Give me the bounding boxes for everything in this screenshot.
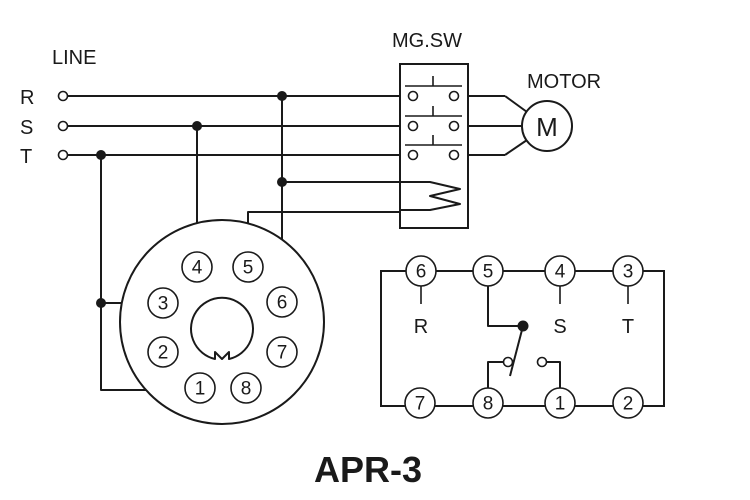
internal-contact-nc [502,356,514,368]
junction-coil [277,177,287,187]
mgsw-contact-t [405,135,462,161]
svg-text:3: 3 [158,294,169,315]
svg-text:2: 2 [623,394,634,415]
svg-text:4: 4 [555,262,566,283]
mgsw-contact-s [405,106,462,132]
internal-contact-common [487,286,523,327]
socket-pin-3: 3 [147,287,179,319]
terminal-t [57,149,69,161]
internal-terminal-2: 2 [612,387,644,419]
internal-label-t: T [622,316,634,338]
mgsw-box [399,63,469,229]
internal-terminal-3: 3 [612,255,644,287]
socket-pin-2: 2 [147,336,179,368]
mgsw-contact-r [405,76,462,102]
socket-pin-5: 5 [232,251,264,283]
socket-key [190,296,254,360]
internal-label-s: S [553,316,566,338]
svg-text:5: 5 [243,258,254,279]
internal-terminal-6: 6 [405,255,437,287]
internal-contact-nc-lead [487,361,503,388]
svg-text:4: 4 [192,258,203,279]
socket-pin-1: 1 [184,372,216,404]
svg-text:5: 5 [483,262,494,283]
motor: MOTOR M [468,71,601,156]
socket-outline [119,219,325,425]
socket-pin-8: 8 [230,372,262,404]
internal-contact-blade [509,325,524,377]
magnetic-switch: MG.SW [392,30,469,229]
internal-terminal-4: 4 [544,255,576,287]
phase-r-label: R [20,87,34,109]
socket-pin-7: 7 [266,336,298,368]
diagram-title: APR-3 [314,449,422,490]
svg-text:3: 3 [623,262,634,283]
svg-text:7: 7 [415,394,426,415]
svg-text:8: 8 [483,394,494,415]
motor-circle [521,100,573,152]
terminal-r [57,90,69,102]
junction-pin3 [96,298,106,308]
svg-text:6: 6 [416,262,427,283]
svg-text:8: 8 [241,379,252,400]
line-input: LINE R S T [20,47,96,168]
internal-contact-no-lead [547,361,561,388]
internal-terminal-8: 8 [472,387,504,419]
svg-text:1: 1 [195,379,206,400]
motor-label: MOTOR [527,71,601,93]
relay-socket: 4 5 3 6 2 7 1 8 [119,219,325,425]
internal-diagram: 6 5 4 3 R S T 7 [380,255,665,419]
socket-pin-4: 4 [181,251,213,283]
internal-frame [380,270,665,407]
phase-s-label: S [20,117,33,139]
terminal-s [57,120,69,132]
svg-text:2: 2 [158,343,169,364]
internal-label-r: R [414,316,428,338]
internal-contact-no [536,356,548,368]
svg-text:1: 1 [555,394,566,415]
line-label: LINE [52,47,96,69]
svg-text:7: 7 [277,343,288,364]
phase-t-label: T [20,146,32,168]
mgsw-label: MG.SW [392,30,462,52]
motor-symbol: M [536,112,558,142]
phase-lines [68,91,400,160]
svg-text:6: 6 [277,293,288,314]
internal-terminal-1: 1 [544,387,576,419]
internal-terminal-7: 7 [404,387,436,419]
mgsw-coil [400,181,461,211]
socket-pin-6: 6 [266,286,298,318]
internal-terminal-5: 5 [472,255,504,287]
